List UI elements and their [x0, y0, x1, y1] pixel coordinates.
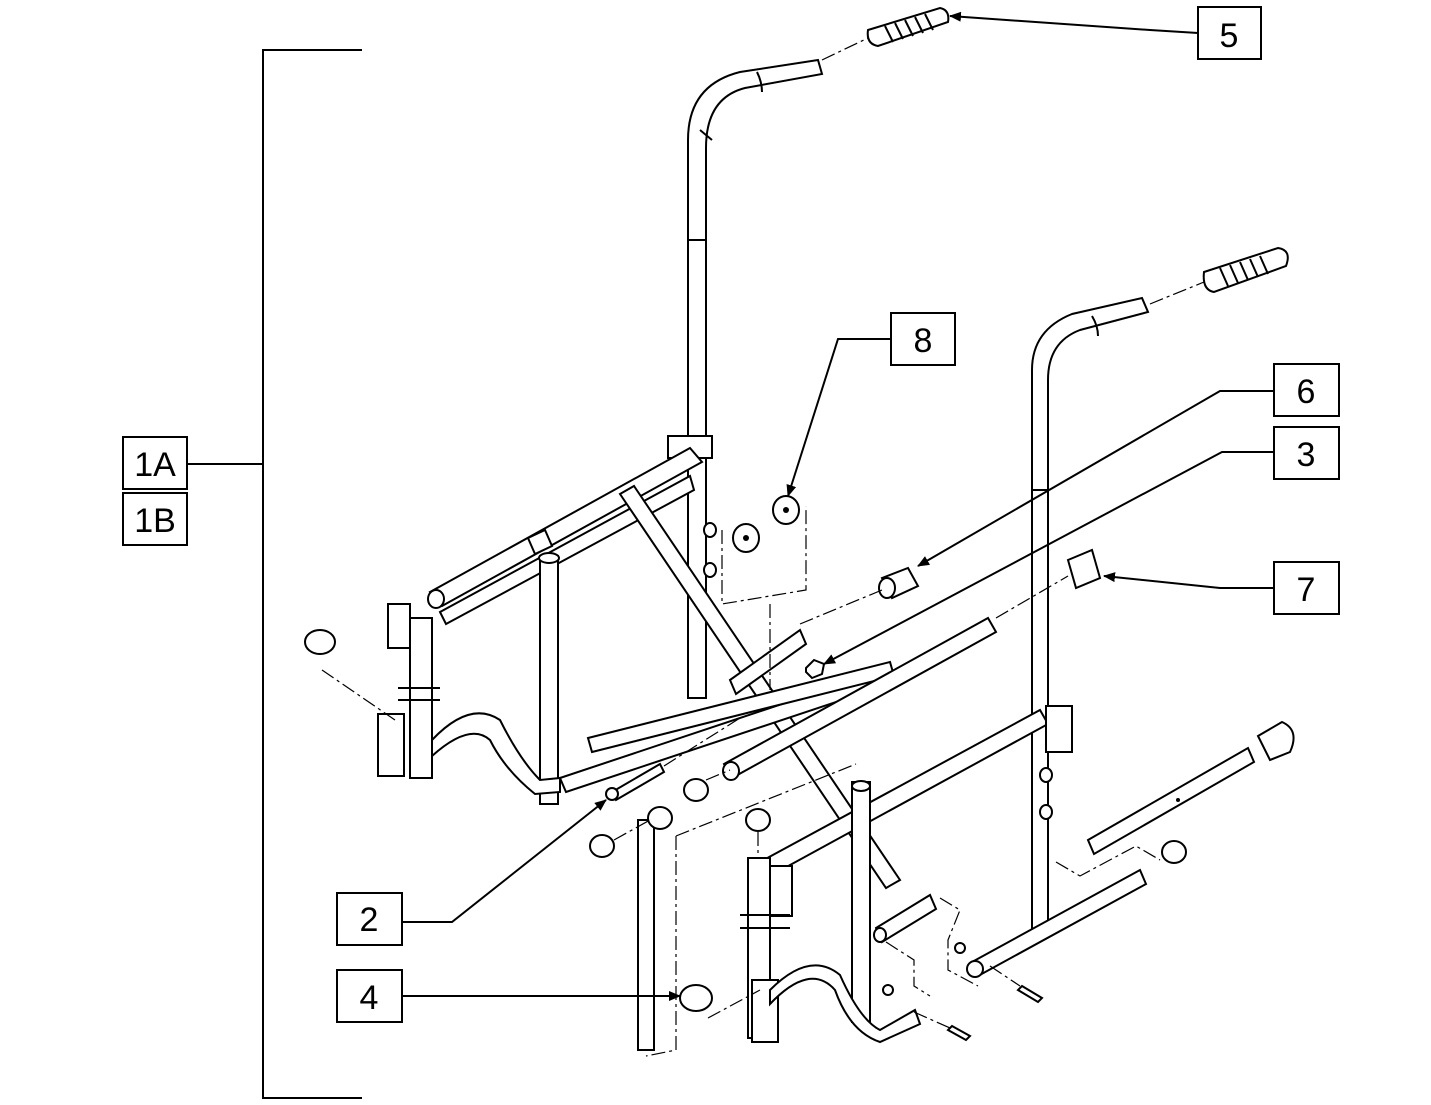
assembly-bracket [187, 49, 362, 1099]
svg-text:6: 6 [1297, 373, 1316, 411]
callout-1a: 1A [122, 436, 188, 490]
screws [882, 845, 1161, 1042]
bumper-pair [721, 495, 807, 690]
bolt [605, 717, 741, 802]
svg-text:2: 2 [360, 901, 379, 939]
callout-8: 8 [786, 312, 956, 497]
spacer [799, 566, 920, 625]
svg-text:5: 5 [1220, 17, 1239, 55]
callout-5: 5 [949, 6, 1262, 60]
callout-6: 6 [917, 363, 1340, 567]
svg-text:1A: 1A [134, 446, 176, 484]
right-side-frame [722, 296, 1295, 1044]
nut [805, 658, 826, 680]
handle-grip-lower [1149, 246, 1289, 305]
callout-3: 3 [823, 426, 1340, 665]
loose-parts [589, 6, 1289, 1057]
left-side-frame [304, 58, 902, 890]
svg-text:1B: 1B [134, 502, 176, 540]
svg-text:3: 3 [1297, 436, 1316, 474]
svg-text:7: 7 [1297, 571, 1316, 609]
callout-2: 2 [336, 799, 607, 946]
clip [995, 548, 1102, 619]
callout-4: 4 [336, 969, 681, 1023]
tube-caps [589, 808, 1187, 1019]
svg-text:4: 4 [360, 979, 379, 1017]
callout-1b: 1B [122, 492, 188, 546]
handle-grip-upper [821, 6, 950, 61]
detached-tube [613, 763, 857, 1057]
svg-text:8: 8 [914, 322, 933, 360]
callout-7: 7 [1103, 561, 1340, 615]
